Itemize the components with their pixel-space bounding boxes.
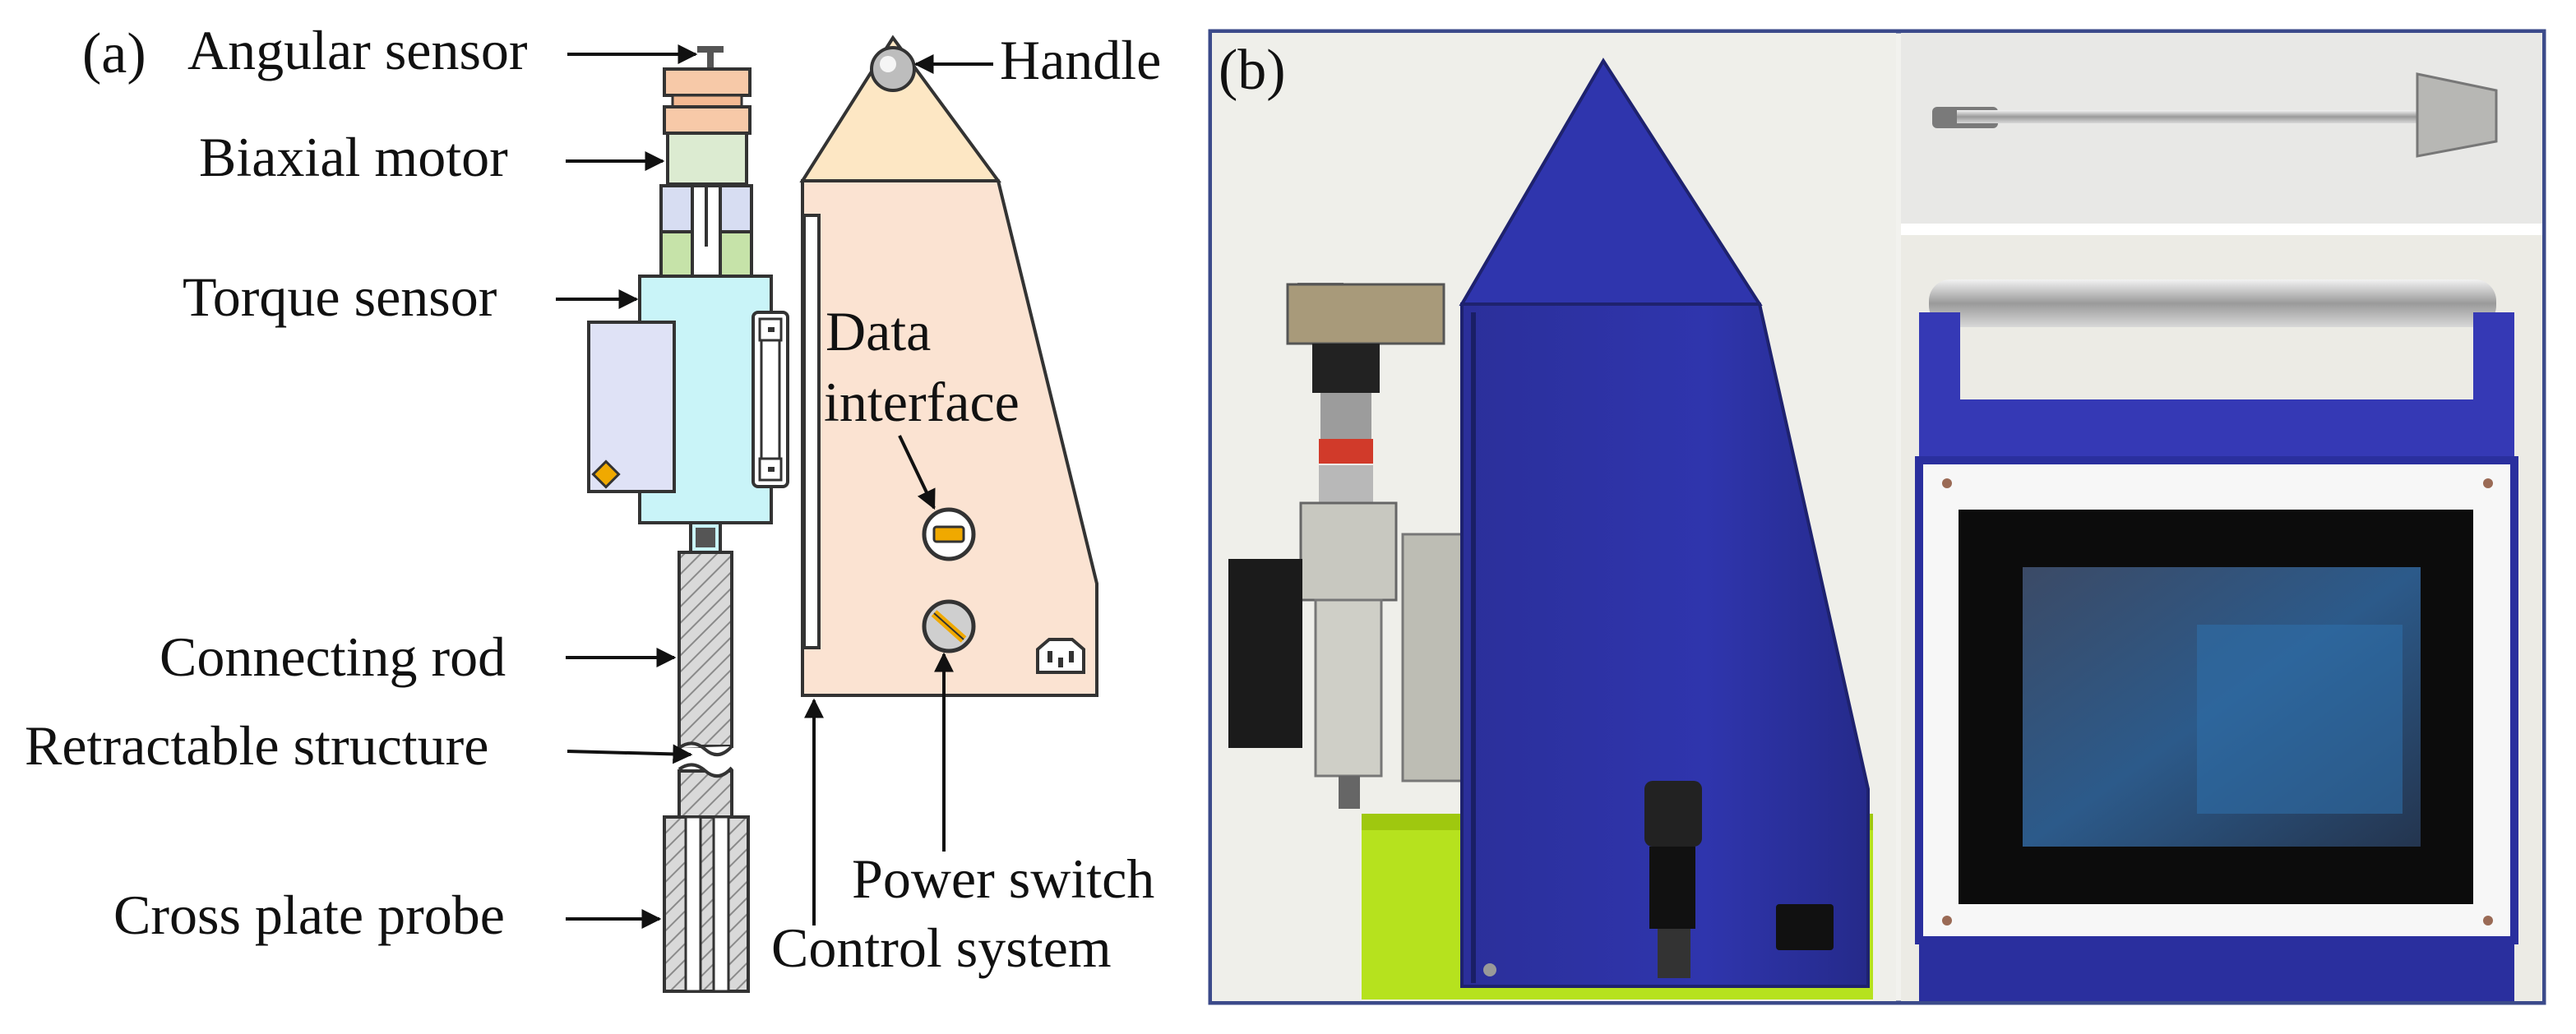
label-connecting-rod: Connecting rod <box>160 625 506 688</box>
photo-side-view <box>1212 33 1896 1001</box>
biaxial-motor-shape <box>666 132 748 186</box>
connecting-rod-shape <box>678 551 733 822</box>
photo-front-view <box>1901 235 2542 1001</box>
arrow-retractable-structure <box>567 744 693 764</box>
label-power-switch: Power switch <box>852 847 1154 910</box>
cross-plate-probe-shape <box>663 815 750 993</box>
coupling-shape <box>659 184 753 278</box>
panel-a-tag: (a) <box>82 22 146 85</box>
label-retractable-structure: Retractable structure <box>25 714 489 777</box>
label-torque-sensor: Torque sensor <box>183 265 497 328</box>
arrow-data-interface <box>898 435 936 510</box>
label-control-system: Control system <box>771 916 1112 979</box>
panel-b-photos: (b) <box>1208 29 2546 1005</box>
label-cross-plate-probe: Cross plate probe <box>113 884 505 946</box>
label-angular-sensor: Angular sensor <box>187 19 528 81</box>
angular-sensor-shape <box>663 46 752 135</box>
label-data-interface-line1: Data <box>826 300 931 362</box>
panel-b-tag: (b) <box>1219 39 1286 102</box>
control-box-shape <box>799 35 1098 697</box>
label-handle: Handle <box>1000 29 1161 91</box>
power-switch-shape <box>922 599 976 653</box>
torque-sensor-shape <box>587 275 789 554</box>
power-socket-icon <box>1036 638 1085 674</box>
label-biaxial-motor: Biaxial motor <box>199 126 508 188</box>
label-data-interface-line2: interface <box>824 371 1020 433</box>
data-interface-port <box>922 507 976 561</box>
photo-probe <box>1901 33 2542 235</box>
panel-a-schematic: (a) <box>25 19 1161 993</box>
